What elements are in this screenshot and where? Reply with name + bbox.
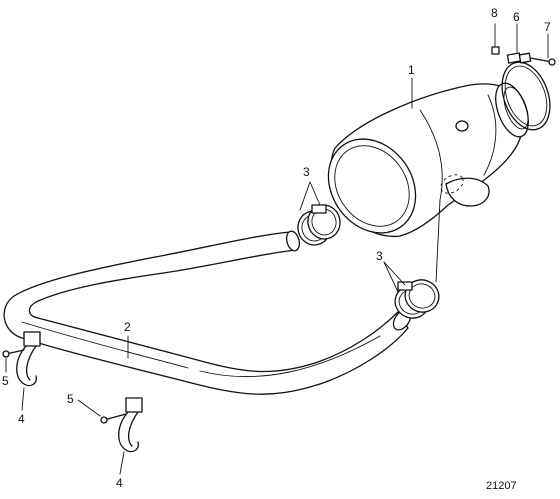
hose-clamp-upper [297, 204, 341, 246]
bracket-left [2, 331, 41, 387]
callout-3-upper: 3 [303, 165, 310, 179]
callout-4-left: 4 [18, 412, 25, 426]
callout-5-left: 5 [2, 374, 9, 388]
callout-1: 1 [408, 63, 415, 77]
muffler-body [327, 82, 529, 238]
callout-7: 7 [544, 20, 551, 34]
callout-6: 6 [513, 10, 520, 24]
hose-assembly [3, 230, 412, 395]
callout-8: 8 [491, 6, 498, 20]
callout-4-right: 4 [116, 476, 123, 490]
hose-clamp-lower [394, 279, 440, 319]
drawing-reference-number: 21207 [486, 480, 517, 492]
bracket-right [100, 397, 143, 453]
callout-3-lower: 3 [376, 249, 383, 263]
leader-lines [5, 23, 549, 475]
callout-5-right: 5 [67, 392, 74, 406]
rear-band-clamp [491, 46, 556, 131]
callout-2: 2 [124, 320, 131, 334]
